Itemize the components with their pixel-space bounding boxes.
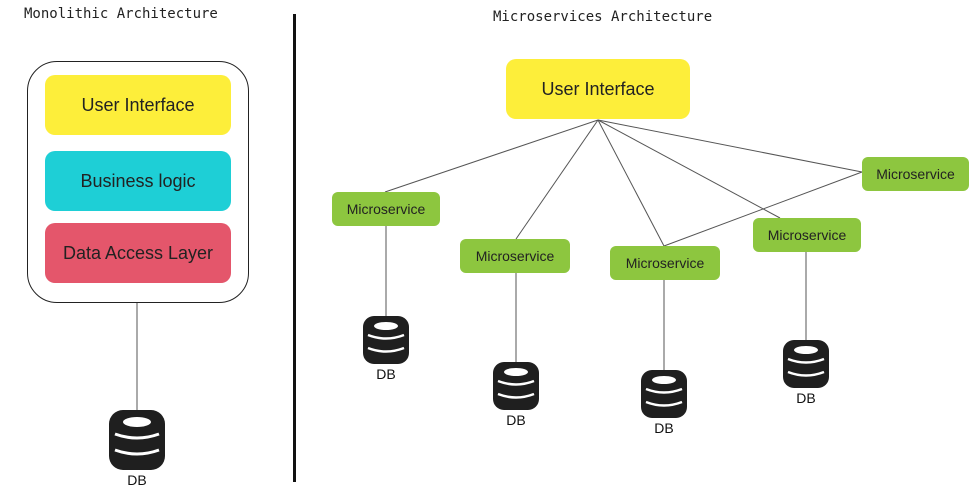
db-label: DB [506,412,526,428]
database-icon [783,340,829,388]
db-label: DB [796,390,816,406]
ui-to-ms-4-connector [597,119,781,219]
db-label: DB [127,472,147,488]
ms-2-db: DB [486,362,546,428]
microservice-1: Microservice [332,192,440,226]
ui-to-ms-1-connector [384,119,599,193]
monolith-user-interface: User Interface [45,75,231,135]
database-icon [109,410,165,470]
microservice-3: Microservice [610,246,720,280]
microservice-4: Microservice [753,218,861,252]
monolith-data-access-layer: Data Access Layer [45,223,231,283]
monolithic-title: Monolithic Architecture [24,6,218,22]
microservice-5: Microservice [862,157,969,191]
db-label: DB [654,420,674,436]
ms-3-db: DB [634,370,694,436]
ms-4-db: DB [776,340,836,406]
database-icon [363,316,409,364]
ms-1-db: DB [356,316,416,382]
ui-to-ms-2-connector [515,119,599,240]
db-label: DB [376,366,396,382]
monolith-business-logic: Business logic [45,151,231,211]
monolith-db: DB [107,410,167,488]
ui-to-ms-3-connector [597,119,665,247]
section-divider [293,14,296,482]
ui-to-ms-5-connector [597,119,863,173]
database-icon [493,362,539,410]
microservices-title: Microservices Architecture [493,9,713,25]
microservice-2: Microservice [460,239,570,273]
microservices-user-interface: User Interface [506,59,690,119]
database-icon [641,370,687,418]
ms-3-to-ms-5-connector [663,171,863,247]
